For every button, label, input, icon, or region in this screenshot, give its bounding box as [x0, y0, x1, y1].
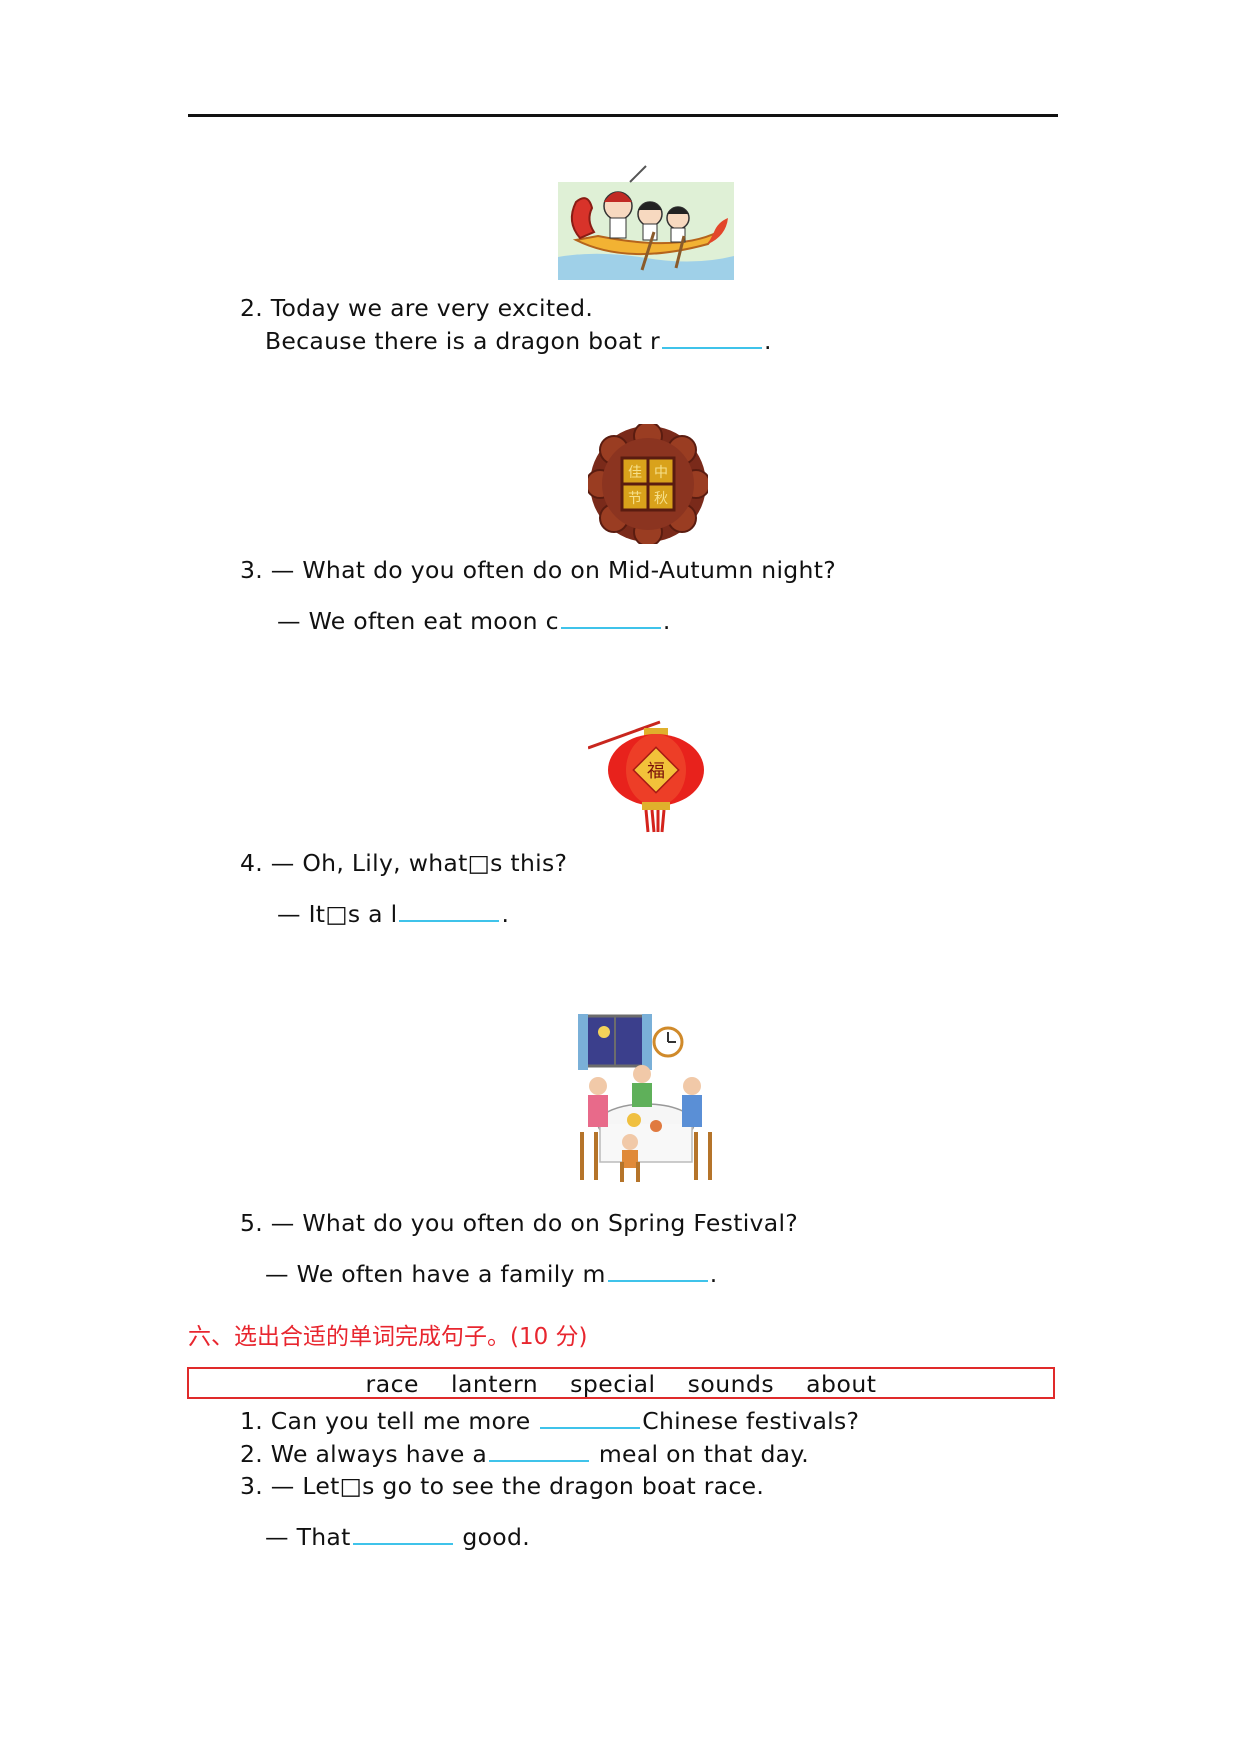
s2-suffix: meal on that day. [591, 1440, 809, 1468]
s2-line: 2. We always have a meal on that day. [240, 1438, 809, 1469]
mooncake-char-3: 节 [628, 491, 642, 507]
s1-answer-blank[interactable] [540, 1405, 641, 1429]
s3-line1: 3. — Let□s go to see the dragon boat rac… [240, 1472, 765, 1500]
dragon-boat-picture [558, 162, 734, 280]
q2-line1: 2. Today we are very excited. [240, 294, 594, 322]
q4-answer-blank[interactable] [399, 898, 500, 922]
q5-line1: 5. — What do you often do on Spring Fest… [240, 1209, 799, 1237]
section-six-heading: 六、选出合适的单词完成句子。(10 分) [188, 1324, 588, 1350]
q5-answer-blank[interactable] [607, 1258, 708, 1282]
q4-line2: — It□s a l. [277, 898, 509, 929]
mooncake-picture: 佳 中 节 秋 [585, 421, 711, 547]
s2-prefix: 2. We always have a [240, 1440, 488, 1468]
lantern-char: 福 [647, 761, 665, 782]
word-bank-item: sounds [687, 1370, 775, 1398]
q4-prefix: — It□s a l [277, 900, 398, 928]
q2-prefix: Because there is a dragon boat r [265, 327, 660, 355]
word-bank-item: race [365, 1370, 419, 1398]
q2-suffix: . [764, 327, 772, 355]
q3-line2: — We often eat moon c. [277, 605, 671, 636]
q2-answer-blank[interactable] [662, 325, 762, 349]
q4-suffix: . [501, 900, 510, 928]
top-rule [188, 114, 1058, 117]
word-bank-item: about [806, 1370, 877, 1398]
q5-line2: — We often have a family m. [265, 1258, 718, 1289]
mooncake-char-1: 佳 [628, 465, 642, 481]
mooncake-char-2: 中 [654, 465, 668, 481]
red-lantern-picture: 福 [587, 714, 712, 834]
q3-suffix: . [662, 607, 671, 635]
q3-answer-blank[interactable] [560, 605, 661, 629]
s1-suffix: Chinese festivals? [642, 1407, 860, 1435]
q5-suffix: . [709, 1260, 718, 1288]
q4-line1: 4. — Oh, Lily, what□s this? [240, 849, 568, 877]
q3-prefix: — We often eat moon c [277, 607, 559, 635]
s1-prefix: 1. Can you tell me more [240, 1407, 539, 1435]
s3-suffix: good. [454, 1523, 530, 1551]
word-bank-item: special [570, 1370, 656, 1398]
mooncake-char-4: 秋 [654, 491, 668, 507]
s1-line: 1. Can you tell me more Chinese festival… [240, 1405, 859, 1436]
word-bank-item: lantern [450, 1370, 539, 1398]
s3-line2: — That good. [265, 1521, 530, 1552]
word-bank-box: race lantern special sounds about [187, 1367, 1055, 1399]
s3-prefix: — That [265, 1523, 351, 1551]
q3-line1: 3. — What do you often do on Mid-Autumn … [240, 556, 837, 584]
s3-answer-blank[interactable] [352, 1521, 453, 1545]
s2-answer-blank[interactable] [489, 1438, 590, 1462]
family-dinner-picture [576, 1012, 718, 1184]
q2-line2: Because there is a dragon boat r. [265, 325, 772, 356]
q5-prefix: — We often have a family m [265, 1260, 606, 1288]
